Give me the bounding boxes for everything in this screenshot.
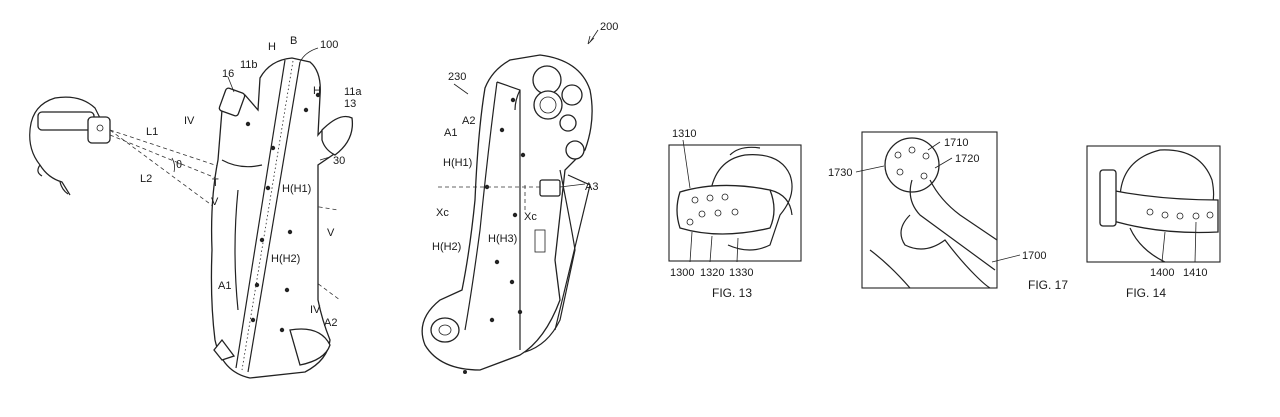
label-11a: 11a — [344, 86, 362, 98]
label-h-top: H — [268, 41, 276, 53]
label-1410: 1410 — [1183, 267, 1207, 279]
fig13-caption: FIG. 13 — [712, 286, 752, 300]
label-h-h2: H(H2) — [271, 253, 300, 265]
label-1330: 1330 — [729, 267, 753, 279]
label-1730: 1730 — [828, 167, 852, 179]
label-theta: θ — [176, 159, 182, 171]
fig14-caption: FIG. 14 — [1126, 286, 1166, 300]
label-iv-top: IV — [184, 115, 195, 127]
label-b: B — [290, 35, 297, 47]
label-30: 30 — [333, 155, 345, 167]
label-1720: 1720 — [955, 153, 979, 165]
label-a3: A3 — [585, 181, 598, 193]
label-a1: A1 — [444, 127, 457, 139]
label-1310: 1310 — [672, 128, 696, 140]
label-iv-bottom: IV — [310, 304, 321, 316]
label-a2: A2 — [462, 115, 475, 127]
label-11b: 11b — [240, 59, 258, 71]
label-a2: A2 — [324, 317, 337, 329]
controller-body-100 — [210, 57, 354, 379]
label-1320: 1320 — [700, 267, 724, 279]
label-1710: 1710 — [944, 137, 968, 149]
label-13: 13 — [344, 98, 356, 110]
label-h-h1: H(H1) — [443, 157, 472, 169]
controller-body-200 — [421, 54, 593, 374]
figure-17: 1710 1720 1730 1700 FIG. 17 — [828, 131, 1068, 292]
user-head-with-headset — [29, 96, 111, 196]
sight-line-l1 — [109, 129, 276, 186]
label-xc-left: Xc — [436, 207, 449, 219]
label-230: 230 — [448, 71, 466, 83]
figure-controller-200: 200 230 A2 A1 H(H1) A3 Xc Xc H(H3) H(H2) — [421, 21, 618, 374]
label-16: 16 — [222, 68, 234, 80]
label-h-mid: H — [313, 85, 321, 97]
label-l1: L1 — [146, 126, 158, 138]
label-xc-right: Xc — [524, 211, 537, 223]
label-200: 200 — [600, 21, 618, 33]
label-1300: 1300 — [670, 267, 694, 279]
label-1700: 1700 — [1022, 250, 1046, 262]
label-1400: 1400 — [1150, 267, 1174, 279]
label-l2: L2 — [140, 173, 152, 185]
fig17-caption: FIG. 17 — [1028, 278, 1068, 292]
label-h-h2: H(H2) — [432, 241, 461, 253]
label-v-left: V — [211, 196, 219, 208]
label-100: 100 — [320, 39, 338, 51]
figure-13: 1310 1300 1320 1330 FIG. 13 — [668, 128, 802, 300]
label-t: T — [212, 177, 219, 189]
label-v-right: V — [327, 227, 335, 239]
label-h-h1: H(H1) — [282, 183, 311, 195]
label-h-h3: H(H3) — [488, 233, 517, 245]
figure-controller-100: 100 B H 11b 16 H 11a 13 IV L1 θ 30 L2 T … — [29, 35, 362, 379]
figure-14: 1400 1410 FIG. 14 — [1086, 145, 1221, 300]
label-a1: A1 — [218, 280, 231, 292]
